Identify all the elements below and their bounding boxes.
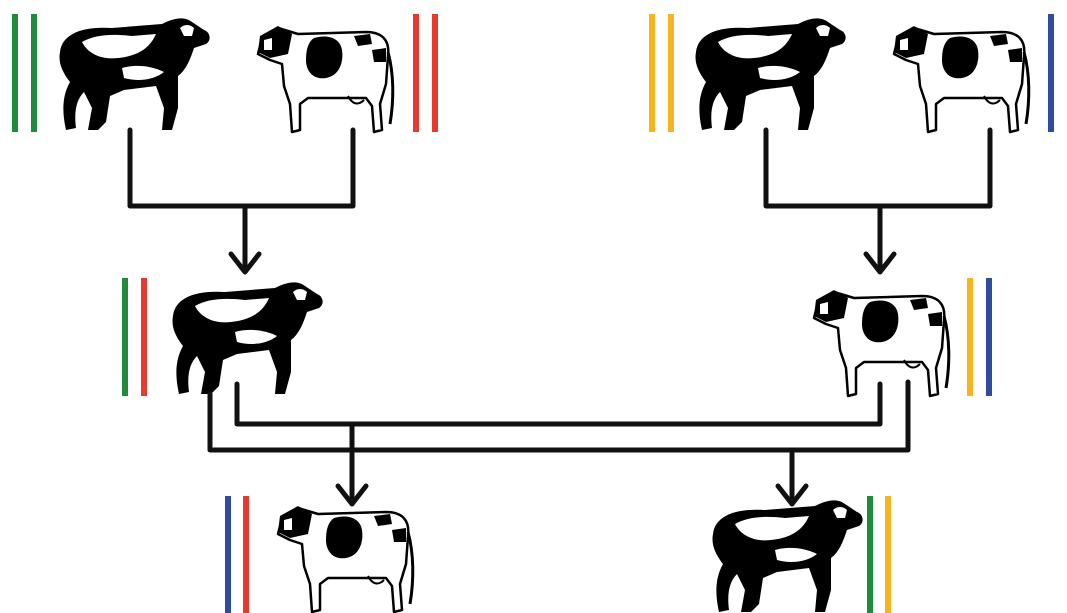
allele-bar-red <box>432 14 438 132</box>
allele-bars-right-grandsire <box>649 14 674 132</box>
allele-bar-red <box>413 14 419 132</box>
allele-bars-offspring-bull <box>867 496 891 613</box>
allele-bar-yellow <box>885 496 891 613</box>
allele-bar-blue <box>225 496 231 613</box>
allele-bar-red <box>243 496 249 613</box>
allele-bar-green <box>12 14 18 132</box>
allele-bars-sire <box>122 278 147 396</box>
allele-bars-left-granddam <box>413 14 438 132</box>
bull-icon <box>59 18 210 130</box>
holstein-cow-icon <box>276 504 415 613</box>
holstein-cow-icon <box>892 24 1031 134</box>
allele-bar-green <box>31 14 37 132</box>
allele-bars-dam <box>967 278 992 396</box>
allele-bars-left-grandsire <box>12 14 37 132</box>
bull-icon <box>172 282 323 394</box>
allele-bar-green <box>867 496 873 613</box>
holstein-cow-icon <box>256 24 395 134</box>
connector-right-grandparents <box>763 127 993 271</box>
allele-bars-offspring-cow <box>225 496 249 613</box>
allele-bar-red <box>141 278 147 396</box>
bull-icon <box>695 18 846 130</box>
allele-bar-green <box>122 278 128 396</box>
connector-parents-offspring <box>207 379 911 503</box>
allele-bar-blue <box>986 278 992 396</box>
allele-bars-right-granddam <box>1048 14 1054 132</box>
allele-bar-blue <box>1048 14 1054 132</box>
bull-icon <box>712 500 863 612</box>
holstein-cow-icon <box>812 288 951 398</box>
allele-bar-yellow <box>668 14 674 132</box>
allele-bar-yellow <box>649 14 655 132</box>
allele-bar-yellow <box>967 278 973 396</box>
connector-left-grandparents <box>127 127 356 271</box>
